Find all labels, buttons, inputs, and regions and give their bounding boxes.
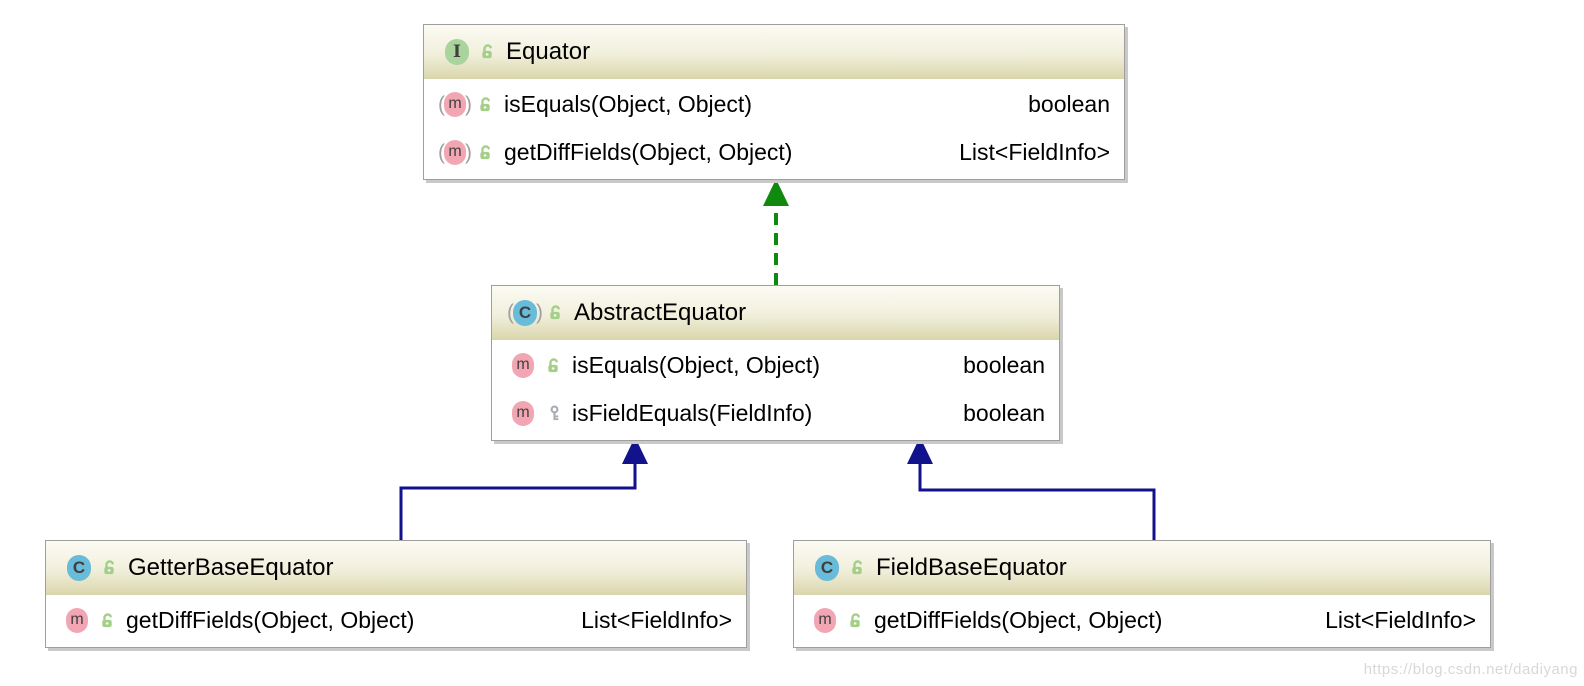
badge-wrap: m <box>502 400 544 426</box>
interface-method-paren: ) <box>465 140 472 164</box>
method-return-type: boolean <box>1028 90 1110 117</box>
badge-wrap: m <box>804 607 846 633</box>
method-list: m isEquals(Object, Object) boolean m <box>492 340 1059 440</box>
method-list: m getDiffFields(Object, Object) List<Fie… <box>794 595 1490 647</box>
badge-wrap: I <box>436 38 478 65</box>
class-node-equator[interactable]: I Equator ( m ) <box>423 24 1125 180</box>
public-lock-icon <box>102 559 120 576</box>
watermark: https://blog.csdn.net/dadiyang <box>1363 661 1578 678</box>
extends-edge-fieldbaseequator-to-abstractequator <box>907 437 1156 541</box>
class-header[interactable]: C FieldBaseEquator <box>794 541 1490 595</box>
public-lock-icon <box>480 43 498 60</box>
implements-edge-abstractequator-to-equator <box>763 179 789 285</box>
class-name: Equator <box>506 37 591 65</box>
method-signature: isEquals(Object, Object) <box>504 90 752 117</box>
method-row-getdifffields[interactable]: ( m ) getDiffFields(Object, Object) List… <box>424 128 1124 176</box>
method-icon: m <box>444 91 466 117</box>
protected-key-icon <box>546 405 564 422</box>
implements-arrowhead-icon <box>763 179 789 206</box>
method-icon: m <box>512 400 534 426</box>
method-signature: getDiffFields(Object, Object) <box>126 606 415 633</box>
method-list: ( m ) isEquals(Object, Object) boolean ( <box>424 79 1124 179</box>
public-lock-icon <box>478 144 496 161</box>
method-icon: m <box>814 607 836 633</box>
badge-wrap: C <box>58 554 100 581</box>
method-signature: getDiffFields(Object, Object) <box>874 606 1163 633</box>
interface-method-paren: ( <box>438 140 445 164</box>
method-row-getdifffields[interactable]: m getDiffFields(Object, Object) List<Fie… <box>46 596 746 644</box>
method-return-type: List<FieldInfo> <box>1325 606 1476 633</box>
badge-wrap: ( m ) <box>434 91 476 117</box>
interface-method-paren: ( <box>438 92 445 116</box>
method-signature: getDiffFields(Object, Object) <box>504 138 793 165</box>
method-list: m getDiffFields(Object, Object) List<Fie… <box>46 595 746 647</box>
public-lock-icon <box>546 357 564 374</box>
public-lock-icon <box>478 96 496 113</box>
badge-wrap: ( C ) <box>504 299 546 326</box>
method-icon: m <box>66 607 88 633</box>
class-icon: C <box>815 554 839 581</box>
class-header[interactable]: C GetterBaseEquator <box>46 541 746 595</box>
interface-method-paren: ) <box>465 92 472 116</box>
extends-edge-line <box>918 461 1156 541</box>
public-lock-icon <box>548 304 566 321</box>
class-header[interactable]: I Equator <box>424 25 1124 79</box>
class-node-abstractequator[interactable]: ( C ) AbstractEquator m <box>491 285 1060 441</box>
public-lock-icon <box>100 612 118 629</box>
class-icon: C <box>513 299 537 326</box>
class-node-getterbaseequator[interactable]: C GetterBaseEquator m <box>45 540 747 648</box>
method-row-isequals[interactable]: ( m ) isEquals(Object, Object) boolean <box>424 80 1124 128</box>
method-signature: isEquals(Object, Object) <box>572 351 820 378</box>
method-row-getdifffields[interactable]: m getDiffFields(Object, Object) List<Fie… <box>794 596 1490 644</box>
method-icon: m <box>512 352 534 378</box>
method-return-type: List<FieldInfo> <box>581 606 732 633</box>
class-name: FieldBaseEquator <box>876 553 1067 581</box>
method-row-isequals[interactable]: m isEquals(Object, Object) boolean <box>492 341 1059 389</box>
method-icon: m <box>444 139 466 165</box>
class-name: GetterBaseEquator <box>128 553 334 581</box>
badge-wrap: m <box>502 352 544 378</box>
class-header[interactable]: ( C ) AbstractEquator <box>492 286 1059 340</box>
public-lock-icon <box>850 559 868 576</box>
badge-wrap: C <box>806 554 848 581</box>
class-node-fieldbaseequator[interactable]: C FieldBaseEquator m <box>793 540 1491 648</box>
extends-arrowhead-icon <box>907 437 933 464</box>
class-name: AbstractEquator <box>574 298 747 326</box>
method-return-type: boolean <box>963 351 1045 378</box>
extends-arrowhead-icon <box>622 437 648 464</box>
abstract-class-paren: ) <box>536 301 543 324</box>
abstract-class-paren: ( <box>507 301 514 324</box>
extends-edge-getterbaseequator-to-abstractequator <box>399 437 648 541</box>
extends-edge-line <box>399 461 637 541</box>
method-return-type: List<FieldInfo> <box>959 138 1110 165</box>
method-return-type: boolean <box>963 399 1045 426</box>
method-row-isfieldequals[interactable]: m isFieldEquals(FieldInfo) boolean <box>492 389 1059 437</box>
badge-wrap: m <box>56 607 98 633</box>
interface-icon: I <box>445 38 469 65</box>
badge-wrap: ( m ) <box>434 139 476 165</box>
public-lock-icon <box>848 612 866 629</box>
class-icon: C <box>67 554 91 581</box>
method-signature: isFieldEquals(FieldInfo) <box>572 399 813 426</box>
